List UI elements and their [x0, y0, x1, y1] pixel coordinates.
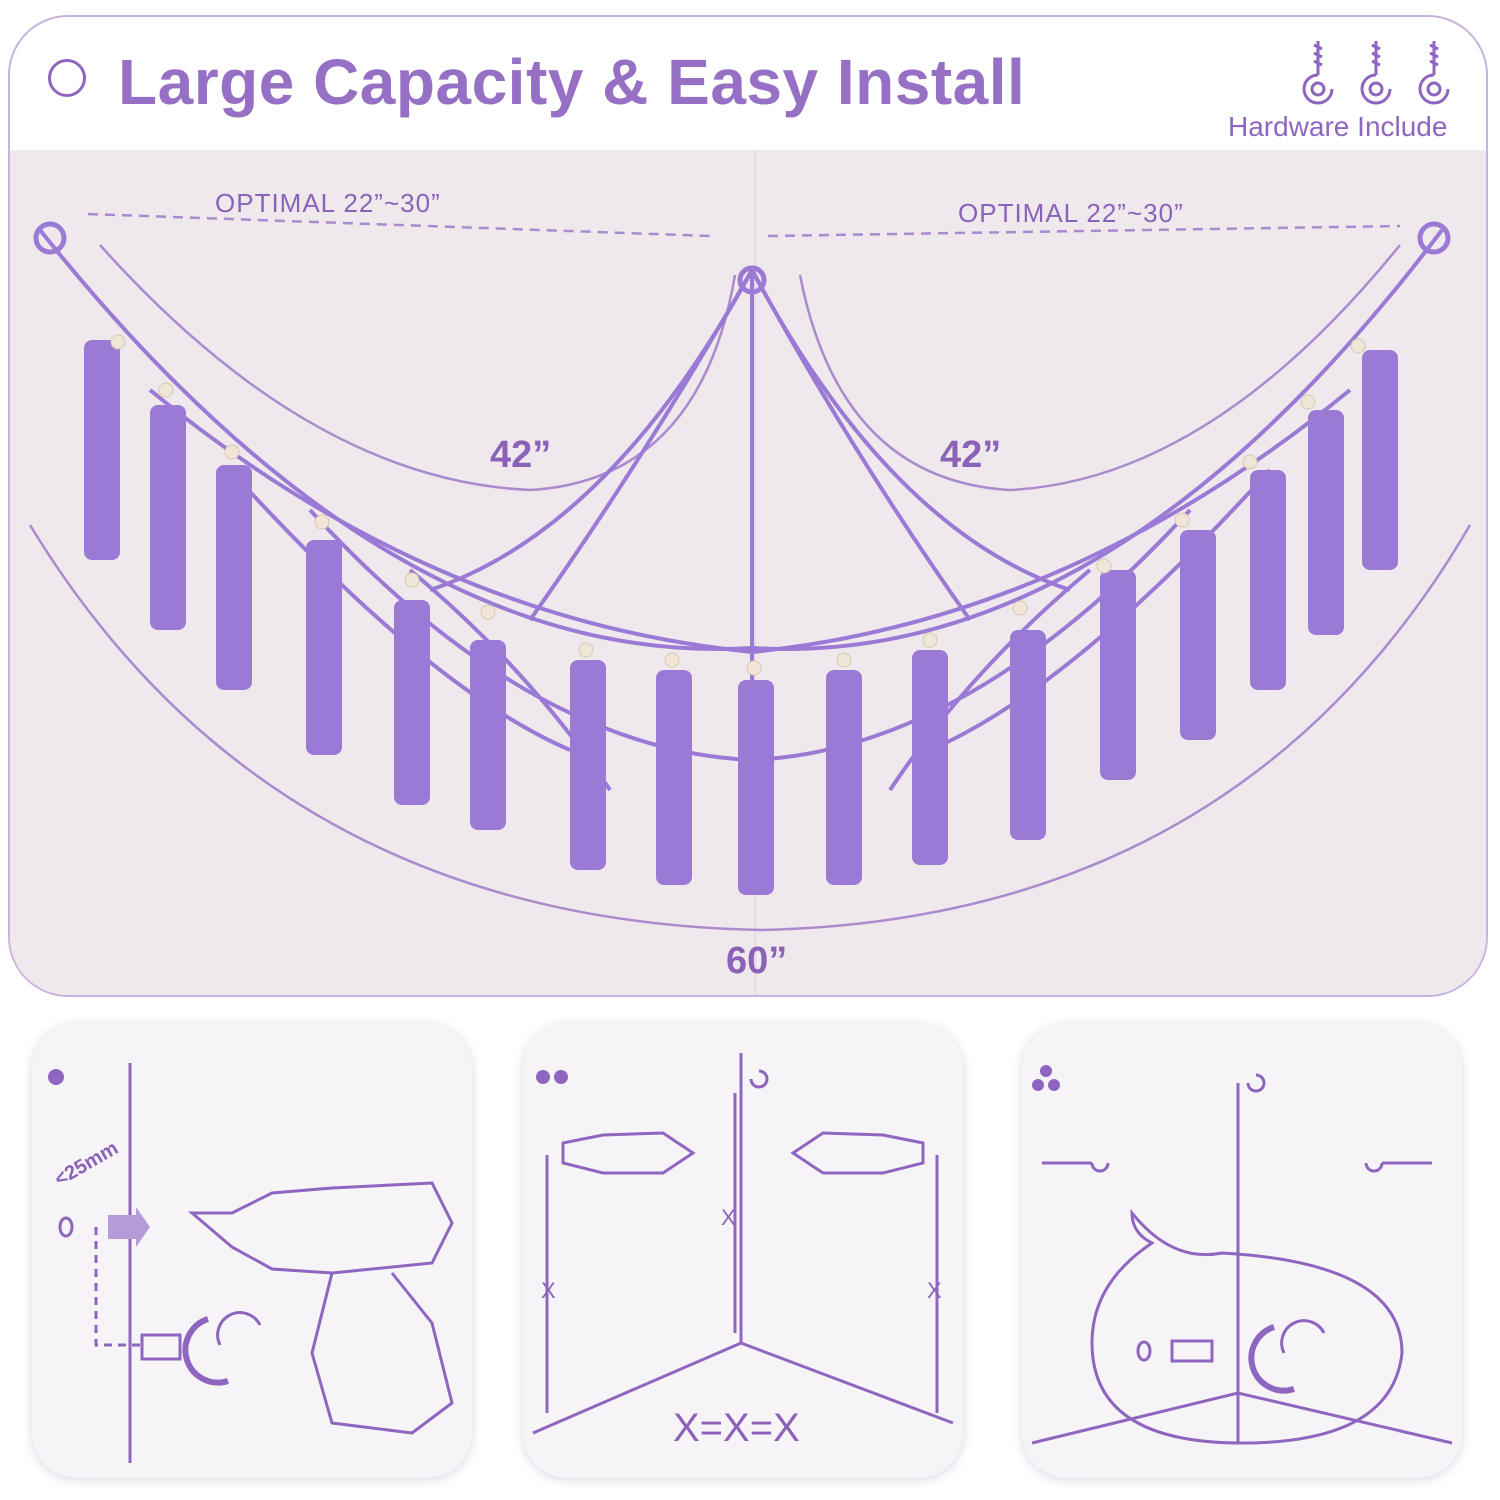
anchor-icon: [1170, 1339, 1214, 1363]
drill-right-icon: [790, 1131, 925, 1175]
ring-right-icon: [1417, 221, 1451, 255]
drill-icon: [187, 1181, 454, 1275]
step-3-card: [1022, 1023, 1462, 1478]
ring-center-icon: [737, 265, 767, 295]
hang-step-illustration: [1031, 1065, 1453, 1445]
step-dot-icon: [48, 1069, 64, 1085]
hook-1-icon: [1302, 41, 1334, 105]
x-right-label: X: [927, 1278, 942, 1303]
optimal-left-line: [87, 212, 711, 238]
arrow-left-icon: [108, 1207, 150, 1247]
side-left-arc: [99, 244, 737, 492]
x-left-label: X: [541, 1278, 556, 1303]
optimal-right-label: OPTIMAL 22”~30”: [958, 198, 1184, 228]
optimal-left-label: OPTIMAL 22”~30”: [215, 188, 441, 218]
side-right-label: 42”: [940, 434, 1002, 476]
zoom-bubble: [1090, 1208, 1404, 1445]
step-2-card: X X X X=X=X: [523, 1023, 963, 1478]
side-hook-right-icon: [1364, 1161, 1432, 1173]
step-1-card: <25mm: [32, 1023, 472, 1478]
x-center-label: X: [721, 1205, 736, 1230]
hook-top-icon: [1246, 1073, 1266, 1093]
screw-hook-step1-icon: [216, 1311, 262, 1346]
side-hook-left-icon: [1042, 1161, 1110, 1173]
bullet-circle-icon: [48, 59, 86, 97]
hook-2-icon: [1360, 41, 1392, 105]
side-left-label: 42”: [490, 434, 552, 476]
hardware-label: Hardware Include: [1228, 111, 1448, 142]
hero-panel: Large Capacity & Easy Install Hardware I…: [8, 15, 1488, 997]
net-illustration: [28, 150, 1472, 995]
side-right-arc: [798, 244, 1401, 492]
product-photo: OPTIMAL 22”~30” OPTIMAL 22”~30” 42” 42” …: [10, 150, 1486, 995]
optimal-right-line: [767, 224, 1401, 238]
drill-handle-icon: [310, 1272, 454, 1435]
tassels: [84, 340, 1398, 895]
screw-hook-step3-icon: [1280, 1319, 1326, 1354]
anchor-icon: [140, 1333, 182, 1361]
hole-icon: [58, 1216, 74, 1238]
measure-lines: [545, 1093, 939, 1413]
measure-step-illustration: X X X: [532, 1053, 954, 1435]
corner-lines: [1031, 1083, 1453, 1445]
page-title: Large Capacity & Easy Install: [118, 46, 1026, 118]
hook-top-icon: [749, 1069, 769, 1089]
ring-left-icon: [33, 221, 67, 255]
equation-label: X=X=X: [673, 1406, 800, 1450]
hook-3-icon: [1418, 41, 1450, 105]
drill-step-illustration: [48, 1063, 454, 1463]
bottom-arc: [28, 524, 1472, 932]
rotate-arrow-icon: [1248, 1324, 1295, 1394]
drill-left-icon: [561, 1131, 696, 1175]
screw-hook-icon: [1302, 41, 1450, 105]
corner-lines: [532, 1053, 954, 1435]
bottom-label: 60”: [726, 940, 788, 982]
rotate-arrow-icon: [182, 1316, 229, 1386]
